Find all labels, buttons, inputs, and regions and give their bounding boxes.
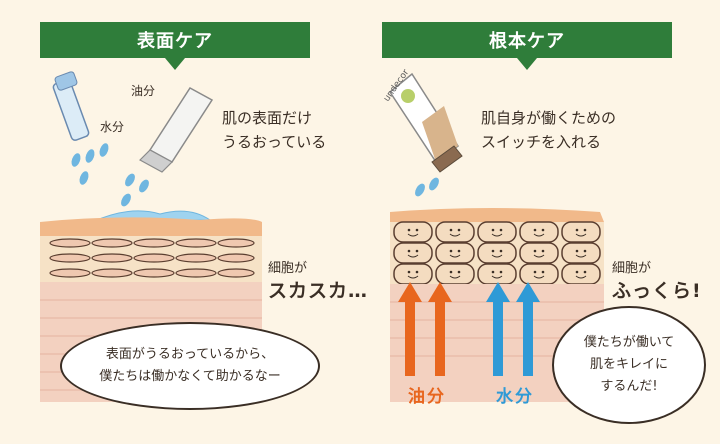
cell-smiles bbox=[407, 233, 587, 279]
root-caption-line2: スイッチを入れる bbox=[481, 133, 602, 151]
root-cells-speech-bubble: 僕たちが働いて 肌をキレイに するんだ! bbox=[552, 306, 706, 424]
cell-faces bbox=[407, 228, 587, 274]
surface-care-banner: 表面ケア bbox=[40, 22, 310, 70]
root-care-caption: 肌自身が働くための スイッチを入れる bbox=[481, 106, 616, 154]
root-bubble-line1: 僕たちが働いて bbox=[583, 335, 675, 350]
undecor-bottle-icon bbox=[389, 72, 463, 173]
oil-arrow-label: 油分 bbox=[408, 387, 446, 407]
cell bbox=[393, 221, 601, 285]
root-bubble-line3: するんだ! bbox=[600, 379, 658, 394]
root-care-panel: 根本ケア undecor 肌自身が働くための スイッチを入れる 細胞が ふっくら… bbox=[360, 0, 720, 444]
root-care-illustration bbox=[389, 72, 604, 402]
oil-arrow-1 bbox=[398, 282, 422, 376]
skin-surface bbox=[40, 217, 262, 236]
surface-caption-line1: 肌の表面だけ bbox=[222, 109, 313, 127]
surface-cell-status-line1: 細胞が bbox=[268, 261, 308, 276]
root-cell-status-line1: 細胞が bbox=[612, 261, 652, 276]
water-drops-icon bbox=[71, 143, 109, 185]
water-arrow-label: 水分 bbox=[496, 387, 534, 407]
water-tube-icon bbox=[52, 71, 90, 141]
flat-cells bbox=[49, 238, 255, 278]
surface-care-caption: 肌の表面だけ うるおっている bbox=[222, 106, 326, 154]
oil-drops-icon bbox=[121, 173, 149, 207]
root-care-title: 根本ケア bbox=[489, 31, 565, 52]
surface-caption-line2: うるおっている bbox=[222, 133, 327, 151]
root-caption-line1: 肌自身が働くための bbox=[481, 109, 617, 127]
surface-cell-status: 細胞が スカスカ… bbox=[268, 258, 368, 302]
serum-drops-icon bbox=[415, 177, 439, 197]
water-label: 水分 bbox=[100, 120, 125, 134]
skin-surface bbox=[390, 208, 604, 222]
water-arrow-2 bbox=[516, 282, 540, 376]
plump-cells bbox=[393, 221, 601, 285]
surface-cell-status-line2: スカスカ… bbox=[268, 280, 369, 302]
water-arrow-1 bbox=[486, 282, 510, 376]
surface-cells-speech-bubble: 表面がうるおっているから、 僕たちは働かなくて助かるなー bbox=[60, 322, 320, 410]
surface-bubble-line1: 表面がうるおっているから、 bbox=[105, 347, 275, 362]
root-care-banner: 根本ケア bbox=[382, 22, 672, 70]
oil-arrow-2 bbox=[428, 282, 452, 376]
root-bubble-line2: 肌をキレイに bbox=[589, 357, 668, 372]
oil-tube-icon bbox=[139, 87, 214, 173]
root-cell-status-line2: ふっくら! bbox=[612, 280, 702, 302]
water-arrows bbox=[486, 282, 540, 376]
surface-bubble-line2: 僕たちは働かなくて助かるなー bbox=[99, 369, 281, 384]
surface-care-panel: 表面ケア 油分 水分 肌の表面だけ うるおっている 細胞が スカスカ… 表面がう… bbox=[40, 22, 367, 410]
root-cell-status: 細胞が ふっくら! bbox=[612, 258, 702, 302]
surface-care-illustration bbox=[40, 71, 262, 402]
surface-care-title: 表面ケア bbox=[137, 31, 213, 52]
oil-arrows bbox=[398, 282, 452, 376]
oil-label: 油分 bbox=[131, 84, 156, 98]
